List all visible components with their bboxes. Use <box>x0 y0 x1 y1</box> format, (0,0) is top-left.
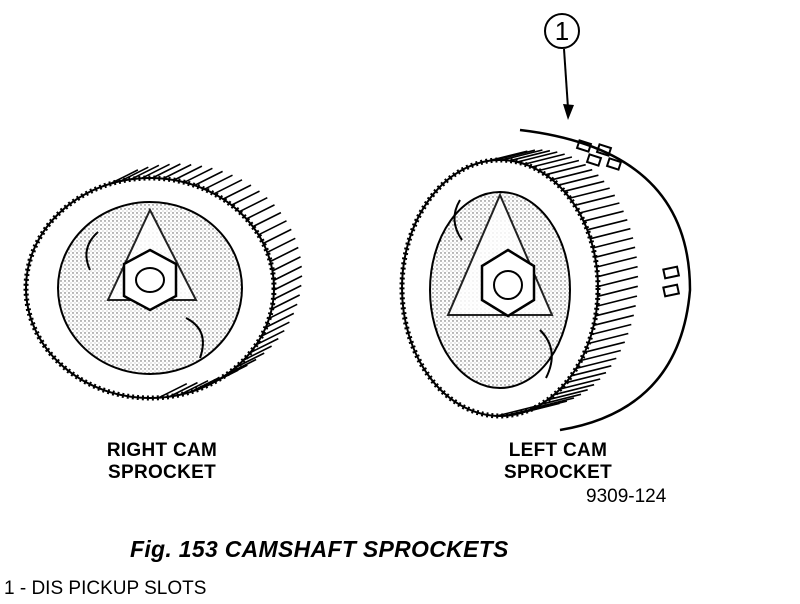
rib-line <box>204 174 233 190</box>
rib-line <box>564 180 605 193</box>
rib-line <box>273 275 303 291</box>
rib-line <box>162 163 192 180</box>
rib-line <box>265 312 295 329</box>
rib-line <box>179 379 209 396</box>
rib-line <box>271 294 301 310</box>
rib-line <box>597 285 638 298</box>
right-cam-sprocket-label: RIGHT CAM SPROCKET <box>62 440 262 484</box>
rib-line <box>213 179 243 195</box>
rib-line <box>571 365 612 377</box>
figure-code: 9309-124 <box>586 486 667 507</box>
rib-line <box>246 204 275 220</box>
rib-line <box>565 371 607 384</box>
rib-line <box>587 219 628 231</box>
rib-line <box>269 246 299 263</box>
rib-line <box>255 329 285 346</box>
rib-line <box>569 187 610 199</box>
rib-line <box>258 220 287 236</box>
left-cam-sprocket <box>399 128 692 432</box>
left-cam-sprocket-label: LEFT CAM SPROCKET <box>458 440 658 484</box>
rib-line <box>540 393 582 406</box>
pickup-slots <box>575 139 681 298</box>
rib-line <box>184 167 213 184</box>
rib-line <box>152 163 181 179</box>
rib-line <box>130 164 160 181</box>
rib-line <box>158 382 188 399</box>
rib-line <box>531 156 573 168</box>
rib-line <box>222 184 252 200</box>
rib-line <box>252 211 282 228</box>
rib-line <box>538 159 580 172</box>
rib-line <box>545 163 586 176</box>
rib-line <box>238 196 268 213</box>
rib-line <box>595 305 636 317</box>
rib-line <box>517 151 558 163</box>
figure-caption: Fig. 153 CAMSHAFT SPROCKETS <box>130 536 509 562</box>
rib-line <box>266 237 296 254</box>
rib-line <box>576 357 617 370</box>
rib-line <box>597 275 639 288</box>
rib-line <box>268 303 298 320</box>
rib-line <box>272 284 302 301</box>
legend-item: 1 - DIS PICKUP SLOTS <box>4 578 207 599</box>
rib-line <box>262 228 292 245</box>
rib-line <box>580 349 621 362</box>
rib-line <box>583 210 624 222</box>
rib-line <box>588 332 629 345</box>
rib-line <box>261 321 290 337</box>
rib-line <box>593 314 634 327</box>
rib-line <box>591 323 632 336</box>
rib-line <box>560 378 601 390</box>
right-label-line1: RIGHT CAM <box>106 440 218 461</box>
rib-line <box>173 165 203 181</box>
rib-line <box>597 265 638 278</box>
rib-line <box>502 149 543 161</box>
rib-line <box>169 381 198 398</box>
rib-line <box>584 341 625 353</box>
callout-1 <box>544 13 580 120</box>
rib-line <box>574 194 615 207</box>
rib-line <box>592 237 634 249</box>
rib-line <box>272 256 301 272</box>
rib-line <box>194 170 223 187</box>
rib-line <box>579 202 620 214</box>
right-cam-sprocket <box>23 163 303 401</box>
right-label-line2: SPROCKET <box>108 462 216 483</box>
rib-line <box>141 163 170 180</box>
rib-line <box>547 389 588 401</box>
rib-line <box>553 383 595 396</box>
rib-line <box>509 149 551 162</box>
rib-line <box>594 246 636 259</box>
left-label-line2: SPROCKET <box>504 462 612 483</box>
rib-line <box>524 153 565 165</box>
rib-line <box>273 265 303 282</box>
left-label-line1: LEFT CAM <box>508 440 608 461</box>
rib-line <box>558 174 599 186</box>
callout-number: 1 <box>554 16 570 46</box>
rib-line <box>596 256 637 268</box>
rib-line <box>590 227 631 240</box>
rib-line <box>552 168 593 181</box>
rib-line <box>596 295 638 307</box>
rib-line <box>231 190 260 206</box>
